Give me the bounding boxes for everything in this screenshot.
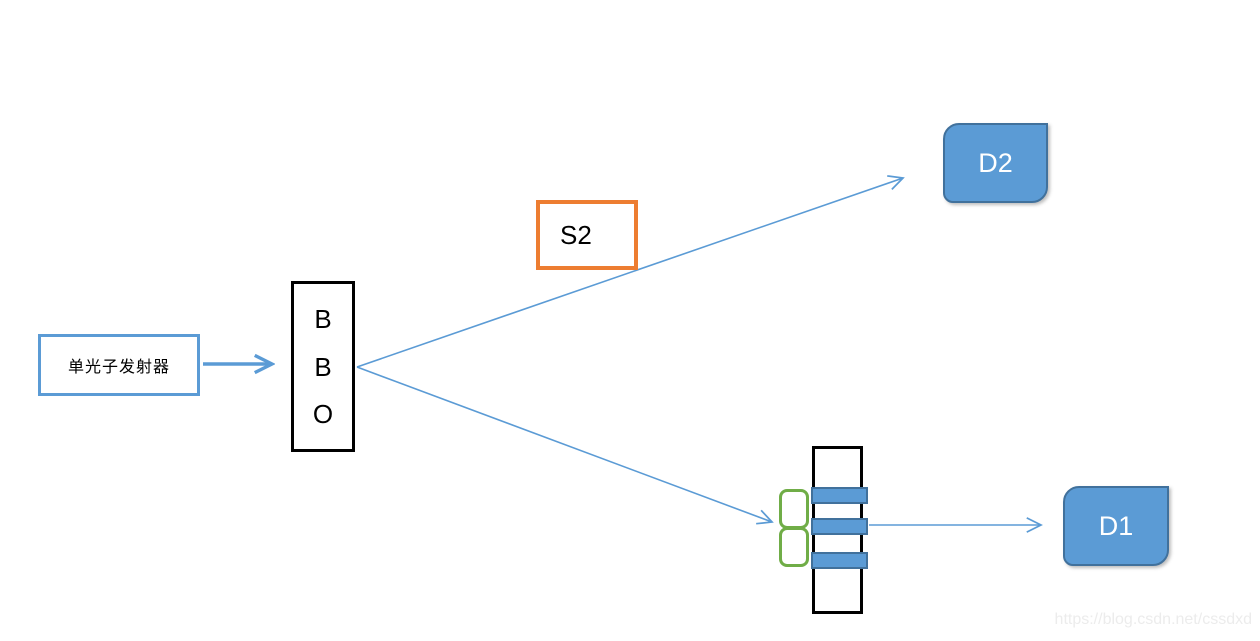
- watermark: https://blog.csdn.net/cssdxd: [1054, 611, 1252, 628]
- s2-box: S2: [536, 200, 638, 270]
- detector-d1: D1: [1063, 486, 1169, 566]
- detector-d1-label: D1: [1098, 510, 1134, 541]
- detector-d2-label: D2: [978, 147, 1013, 178]
- bbo-crystal-box: B B O: [291, 281, 355, 452]
- slit-bar-bottom: [811, 552, 868, 569]
- arrow-bbo-to-d2: [356, 175, 905, 368]
- bbo-letter: O: [312, 399, 334, 430]
- slit-bar-middle: [811, 518, 868, 535]
- slit-bar-top: [811, 487, 868, 504]
- bbo-letter: B: [314, 303, 332, 334]
- double-slit-aperture-top: [779, 489, 809, 529]
- bbo-letter: B: [314, 351, 332, 382]
- s2-label: S2: [560, 219, 592, 250]
- single-photon-emitter-box: 单光子发射器: [38, 334, 200, 396]
- emitter-label: 单光子发射器: [67, 359, 170, 376]
- double-slit-aperture-bottom: [779, 527, 809, 567]
- detector-d2: D2: [943, 123, 1048, 203]
- arrow-bbo-to-slits: [356, 366, 774, 525]
